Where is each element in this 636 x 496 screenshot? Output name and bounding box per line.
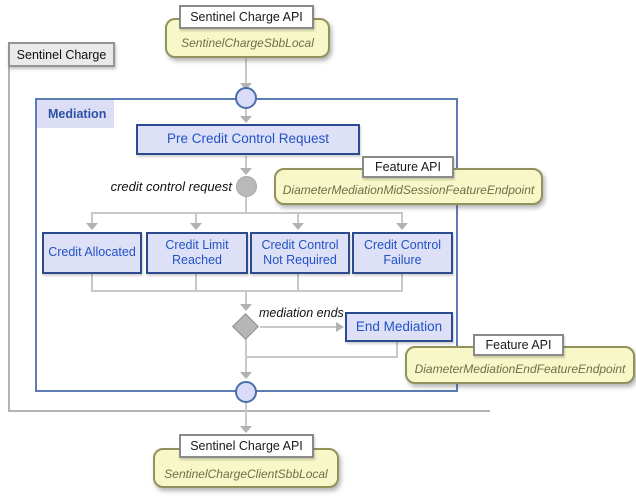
- connector-to-end-circle: [245, 357, 247, 373]
- end-circle: [235, 381, 257, 403]
- feature-api-mid-title: Feature API: [374, 160, 441, 174]
- connector-bottom: [245, 403, 247, 427]
- arrowhead-down-icon: [86, 223, 98, 230]
- credit-allocated-label: Credit Allocated: [48, 245, 136, 260]
- credit-control-not-required-box: Credit Control Not Required: [250, 232, 350, 274]
- mediation-ends-note: mediation ends: [259, 306, 344, 320]
- branch-drop-3: [297, 213, 299, 224]
- connector-pre-to-state: [245, 156, 247, 169]
- sentinel-charge-label-text: Sentinel Charge: [16, 47, 107, 62]
- start-circle: [235, 87, 257, 109]
- credit-control-failure-box: Credit Control Failure: [352, 232, 453, 274]
- arrowhead-right-icon: [336, 322, 344, 332]
- return-bus: [245, 356, 398, 358]
- arrowhead-down-icon: [190, 223, 202, 230]
- merge-drop-3: [297, 274, 299, 292]
- connector-diamond-right: [260, 326, 336, 328]
- arrowhead-down-icon: [240, 116, 252, 123]
- branch-bus-top: [91, 212, 403, 214]
- credit-limit-reached-label: Credit Limit Reached: [165, 237, 229, 267]
- feature-api-mid-title-box: Feature API: [362, 156, 454, 178]
- top-api-title-box: Sentinel Charge API: [179, 5, 314, 29]
- end-mediation-label: End Mediation: [355, 318, 443, 334]
- feature-api-end-value: DiameterMediationEndFeatureEndpoint: [414, 361, 626, 376]
- credit-control-not-required-label: Credit Control Not Required: [261, 237, 339, 267]
- merge-drop-4: [401, 274, 403, 292]
- end-mediation-box: End Mediation: [345, 312, 453, 342]
- bottom-api-title-box: Sentinel Charge API: [179, 434, 314, 458]
- arrowhead-down-icon: [240, 372, 252, 379]
- credit-control-request-text: credit control request: [110, 179, 232, 194]
- branch-drop-2: [195, 213, 197, 224]
- bottom-api-value: SentinelChargeClientSbbLocal: [164, 466, 328, 481]
- credit-allocated-box: Credit Allocated: [42, 232, 142, 274]
- branch-drop-4: [401, 213, 403, 224]
- arrowhead-down-icon: [396, 223, 408, 230]
- arrowhead-down-icon: [240, 304, 252, 311]
- mediation-ends-text: mediation ends: [259, 306, 344, 320]
- feature-api-mid-value: DiameterMediationMidSessionFeatureEndpoi…: [282, 182, 535, 197]
- feature-api-end-title: Feature API: [485, 338, 552, 352]
- merge-drop-2: [195, 274, 197, 292]
- connector-start-to-pre: [245, 109, 247, 117]
- sentinel-charge-container-label: Sentinel Charge: [8, 42, 115, 67]
- pre-credit-control-request-box: Pre Credit Control Request: [136, 124, 360, 155]
- connector-to-diamond: [245, 291, 247, 304]
- mediation-tab: Mediation: [37, 100, 114, 128]
- arrowhead-down-icon: [240, 83, 252, 90]
- top-api-value: SentinelChargeSbbLocal: [181, 35, 314, 50]
- connector-state-down: [245, 196, 247, 213]
- bottom-api-title: Sentinel Charge API: [190, 439, 303, 453]
- connector-endmediation-down: [396, 342, 398, 357]
- arrowhead-down-icon: [240, 426, 252, 433]
- mediation-title: Mediation: [48, 107, 107, 121]
- credit-control-request-note: credit control request: [90, 179, 232, 194]
- credit-control-failure-label: Credit Control Failure: [363, 237, 442, 267]
- connector-diamond-down: [245, 339, 247, 357]
- credit-limit-reached-box: Credit Limit Reached: [146, 232, 248, 274]
- top-api-title: Sentinel Charge API: [190, 10, 303, 24]
- sentinel-charge-container: [8, 55, 490, 412]
- pre-credit-control-request-label: Pre Credit Control Request: [166, 131, 330, 147]
- credit-control-state-circle: [236, 176, 257, 197]
- connector-top: [245, 57, 247, 83]
- arrowhead-down-icon: [240, 168, 252, 175]
- merge-drop-1: [91, 274, 93, 292]
- branch-bus-bottom: [91, 290, 403, 292]
- branch-drop-1: [91, 213, 93, 224]
- arrowhead-down-icon: [292, 223, 304, 230]
- feature-api-end-title-box: Feature API: [473, 334, 564, 356]
